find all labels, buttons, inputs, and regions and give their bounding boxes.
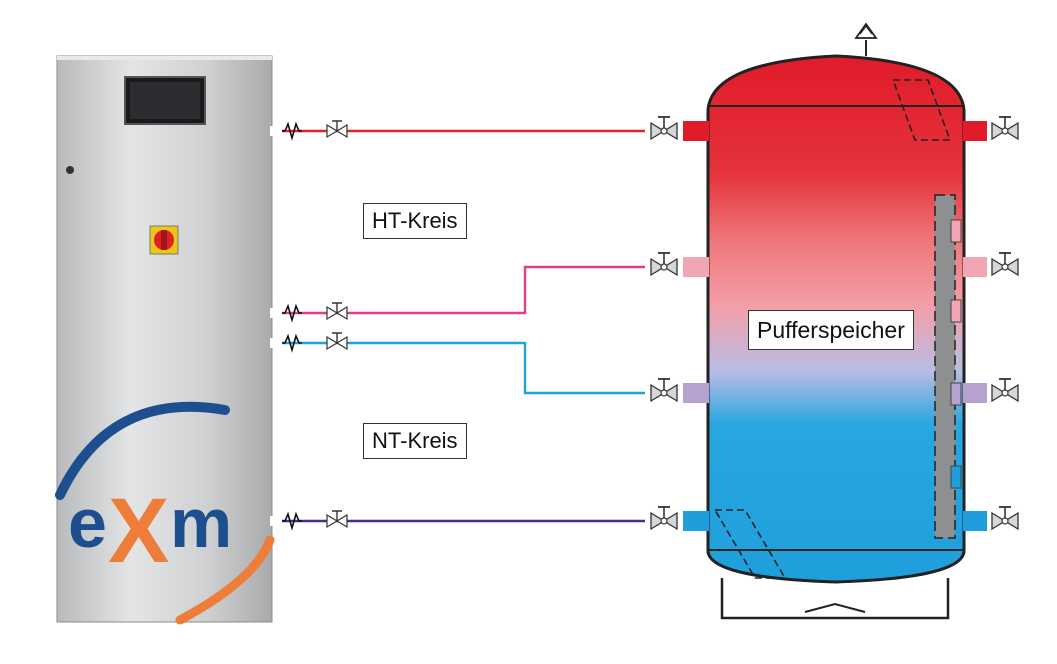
valve-icon[interactable] [651,117,677,139]
main-switch-icon[interactable] [150,226,178,254]
valve-icon[interactable] [327,121,347,137]
valve-icon[interactable] [651,379,677,401]
pipe-ht-return [272,267,645,313]
valve-icon[interactable] [992,507,1018,529]
valve-icon[interactable] [327,333,347,349]
logo-letter-x: X [108,480,169,582]
cabinet-connections [270,121,347,528]
ht-circuit-label: HT-Kreis [363,203,467,239]
valve-icon[interactable] [992,117,1018,139]
valve-icon[interactable] [992,379,1018,401]
valve-icon[interactable] [327,303,347,319]
vent-arrow-icon [856,24,876,56]
pipes [272,131,645,521]
nt-circuit-label: NT-Kreis [363,423,467,459]
valve-icon[interactable] [651,507,677,529]
valve-icon[interactable] [992,253,1018,275]
indicator-lamp-icon [66,166,74,174]
buffer-tank-label: Pufferspeicher [748,310,914,350]
logo-letter-e: e [68,484,107,562]
heat-pump-cabinet: e X m [57,56,272,622]
logo-letter-m: m [170,484,232,562]
pipe-nt-flow [272,343,645,393]
valve-icon[interactable] [651,253,677,275]
valve-icon[interactable] [327,511,347,527]
